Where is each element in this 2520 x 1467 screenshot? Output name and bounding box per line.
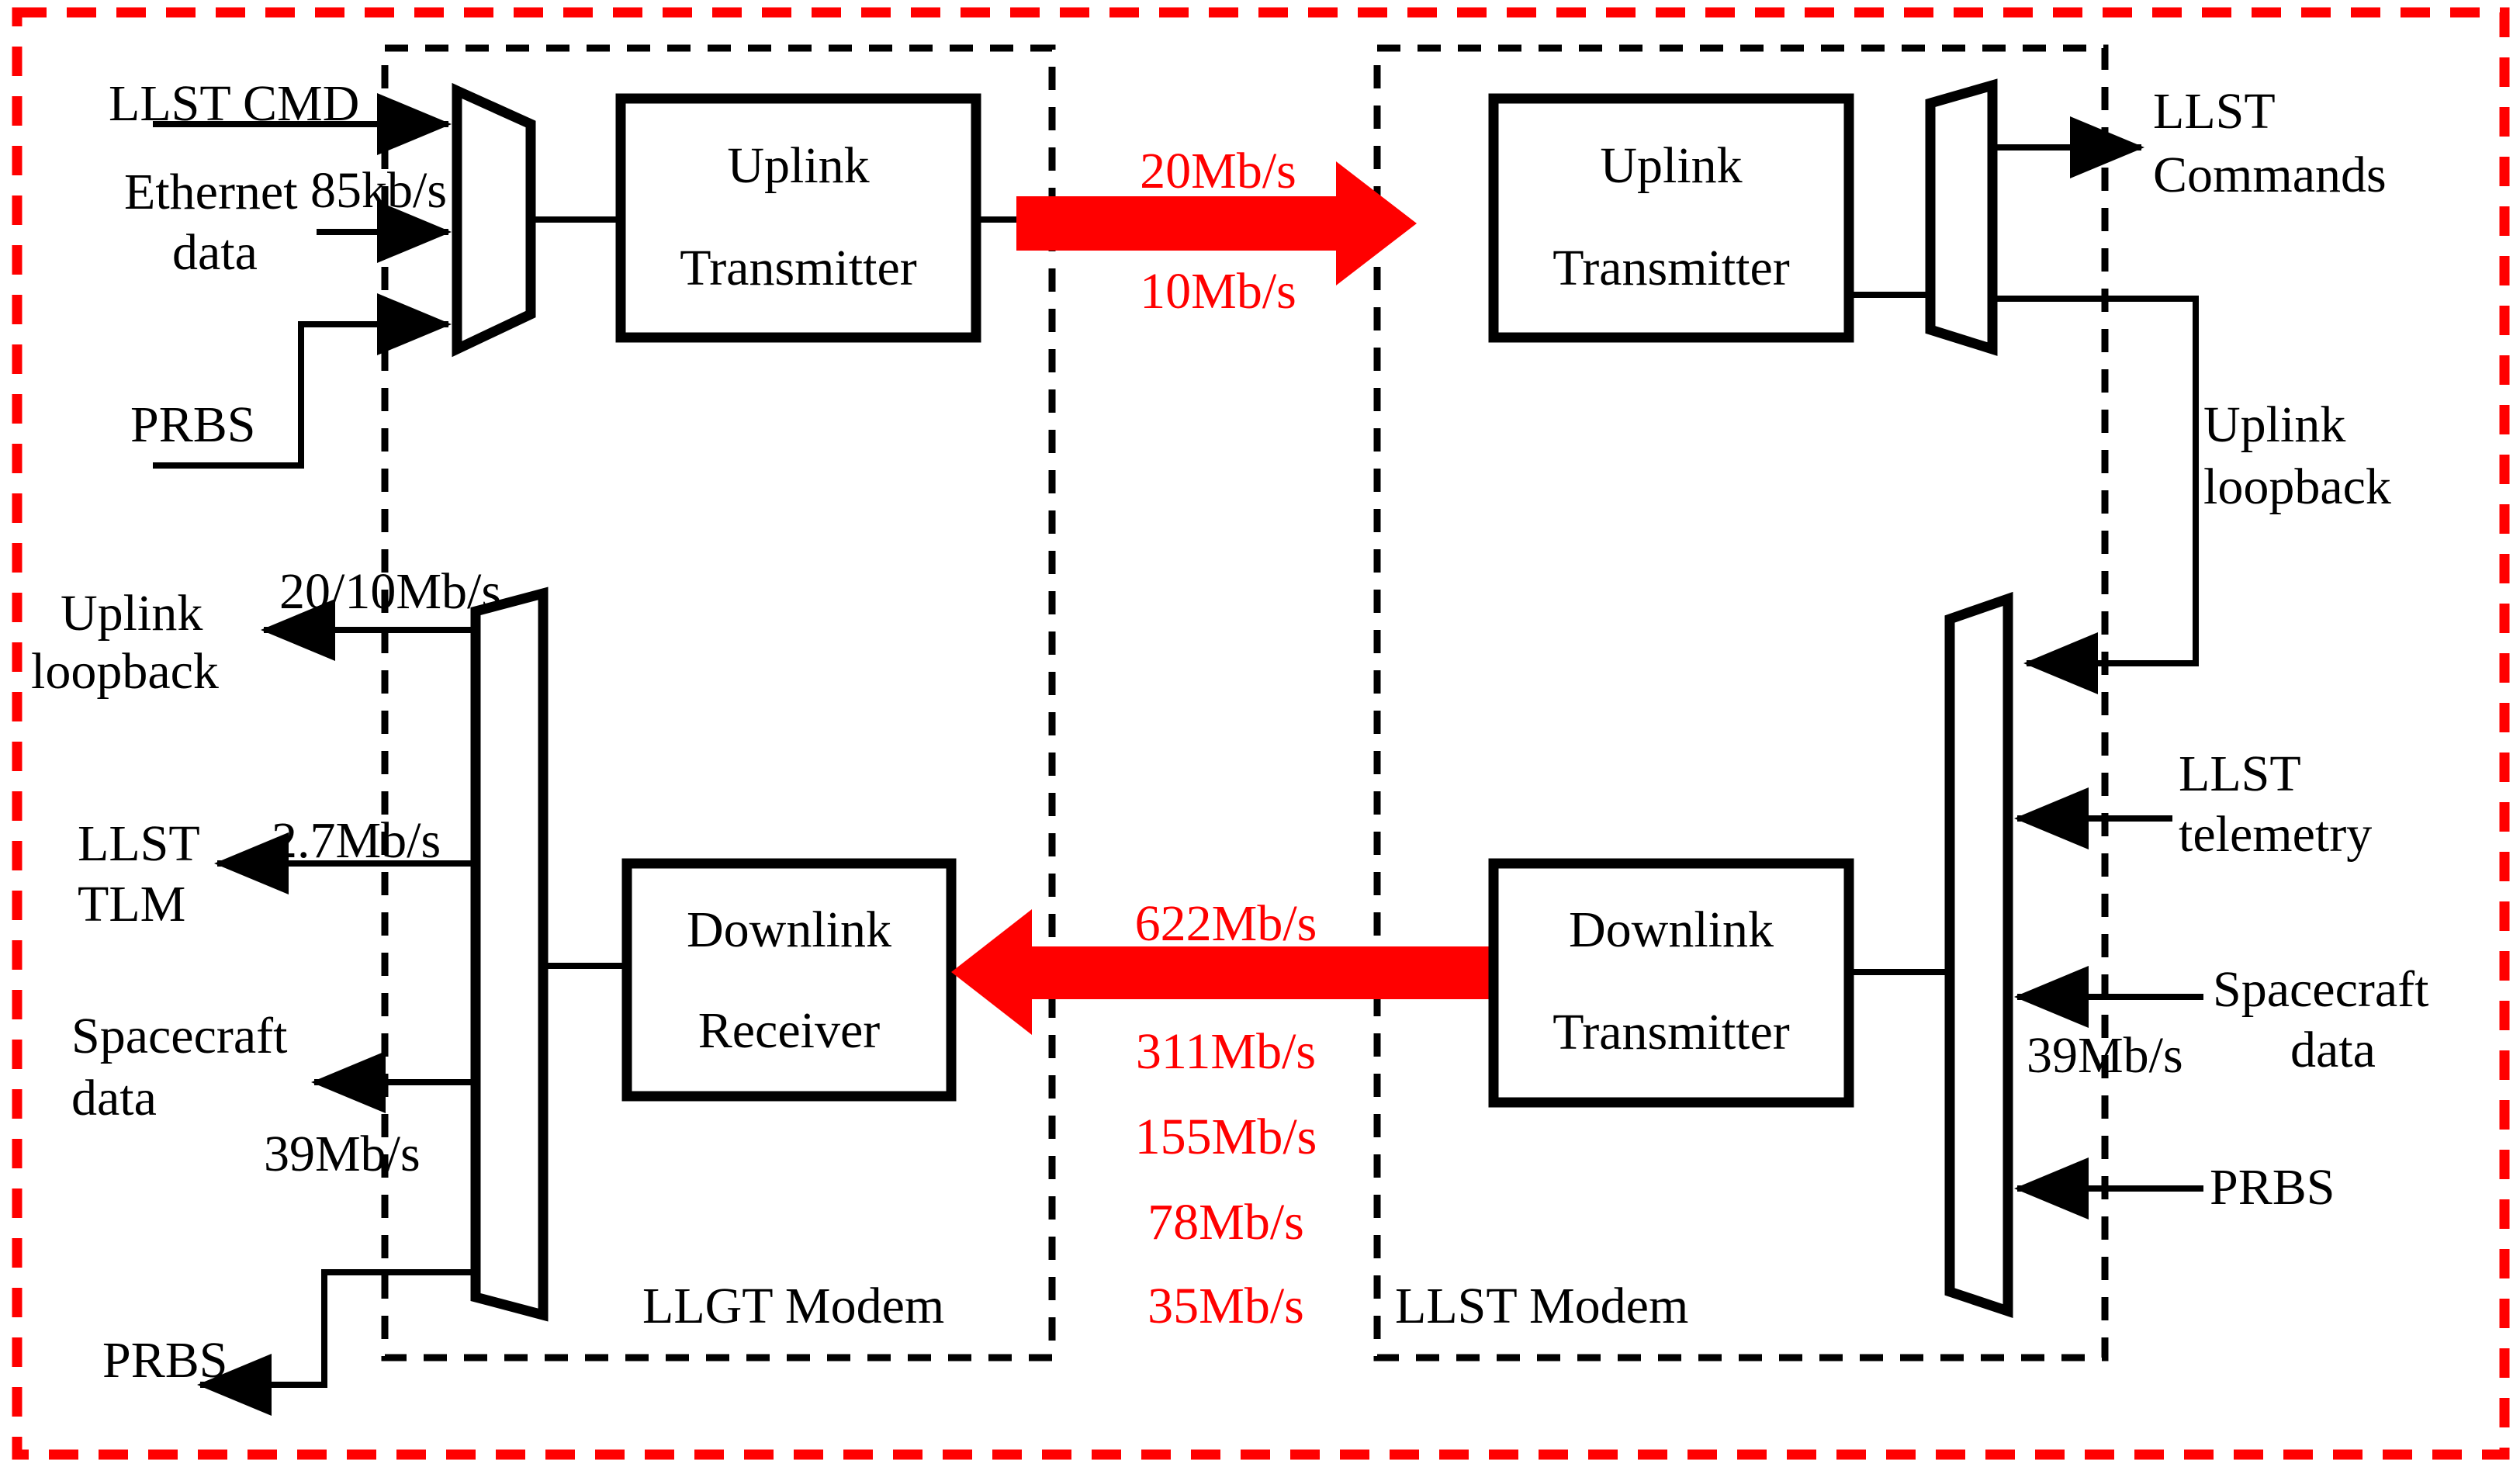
label-uplink-loopback-left-line1: Uplink <box>61 585 203 642</box>
uplink-loopback-right-line <box>1992 296 2199 694</box>
label-llst-telemetry-line2: telemetry <box>2179 806 2373 863</box>
label-rate-10mbs: 10Mb/s <box>1140 263 1296 320</box>
llst-modem-group <box>1373 44 2109 1361</box>
label-spacecraft-data-left-line1: Spacecraft <box>71 1008 288 1064</box>
label-spacecraft-data-right-line1: Spacecraft <box>2213 961 2429 1018</box>
label-rate-2-7mbs: 2.7Mb/s <box>272 812 441 869</box>
label-rate-78mbs: 78Mb/s <box>1148 1194 1304 1251</box>
label-llst-downlink: Downlink <box>1569 901 1774 958</box>
label-llgt-uplink: Uplink <box>727 137 870 194</box>
label-llst-transmitter: Transmitter <box>1552 240 1790 296</box>
label-llst-tlm-line1: LLST <box>78 815 200 872</box>
label-llst-telemetry-line1: LLST <box>2179 746 2301 802</box>
label-llgt-modem: LLGT Modem <box>642 1278 945 1334</box>
prbs-out-line <box>197 1269 476 1416</box>
prbs-input-line <box>153 293 452 469</box>
llst-uplink-tx-box <box>1488 93 1854 343</box>
llst-downlink-mux <box>1944 591 2013 1319</box>
label-llst-commands-line1: LLST <box>2153 83 2276 140</box>
llst-downlink-tx-box <box>1488 858 1854 1108</box>
label-uplink-loopback-right-line2: loopback <box>2203 458 2391 515</box>
label-llst-tlm-line2: TLM <box>78 876 186 932</box>
label-rate-39mbs-left: 39Mb/s <box>264 1126 421 1182</box>
label-ethernet: Ethernet <box>124 164 298 220</box>
downlink-red-arrow <box>951 909 1490 1035</box>
label-spacecraft-data-left-line2: data <box>71 1070 157 1126</box>
label-prbs-output: PRBS <box>102 1332 228 1389</box>
label-llst-uplink: Uplink <box>1600 137 1743 194</box>
label-llgt-receiver: Receiver <box>698 1002 881 1059</box>
label-rate-622mbs: 622Mb/s <box>1134 895 1317 952</box>
label-uplink-loopback-left-line2: loopback <box>31 643 219 700</box>
label-llgt-downlink: Downlink <box>687 901 891 958</box>
outer-red-border <box>12 7 2510 1460</box>
label-rate-20-10mbs: 20/10Mb/s <box>279 563 502 620</box>
llst-uplink-demux <box>1925 78 1998 356</box>
label-llst-commands-line2: Commands <box>2153 147 2387 203</box>
label-rate-39mbs-right: 39Mb/s <box>2027 1027 2183 1084</box>
llgt-modem-group <box>381 44 1056 1361</box>
label-ethernet-data: data <box>172 224 258 281</box>
label-rate-155mbs: 155Mb/s <box>1134 1109 1317 1165</box>
label-rate-35mbs: 35Mb/s <box>1148 1278 1304 1334</box>
label-rate-311mbs: 311Mb/s <box>1135 1023 1317 1080</box>
label-llst-modem: LLST Modem <box>1395 1278 1689 1334</box>
label-llst-cmd: LLST CMD <box>109 75 360 132</box>
label-llst-dl-transmitter: Transmitter <box>1552 1004 1790 1060</box>
llgt-downlink-demux <box>470 586 549 1322</box>
label-uplink-loopback-right-line1: Uplink <box>2203 396 2346 453</box>
label-spacecraft-data-right-line2: data <box>2290 1022 2376 1078</box>
label-llgt-transmitter: Transmitter <box>680 240 917 296</box>
label-rate-20mbs: 20Mb/s <box>1140 143 1296 199</box>
llgt-uplink-mux <box>452 82 536 358</box>
uplink-red-arrow <box>1016 161 1417 285</box>
llgt-uplink-tx-box <box>615 93 981 343</box>
label-prbs-right: PRBS <box>2210 1159 2335 1216</box>
label-prbs-input: PRBS <box>130 396 256 453</box>
llgt-downlink-rx-box <box>621 858 957 1102</box>
label-rate-85kbs: 85kb/s <box>310 162 448 219</box>
